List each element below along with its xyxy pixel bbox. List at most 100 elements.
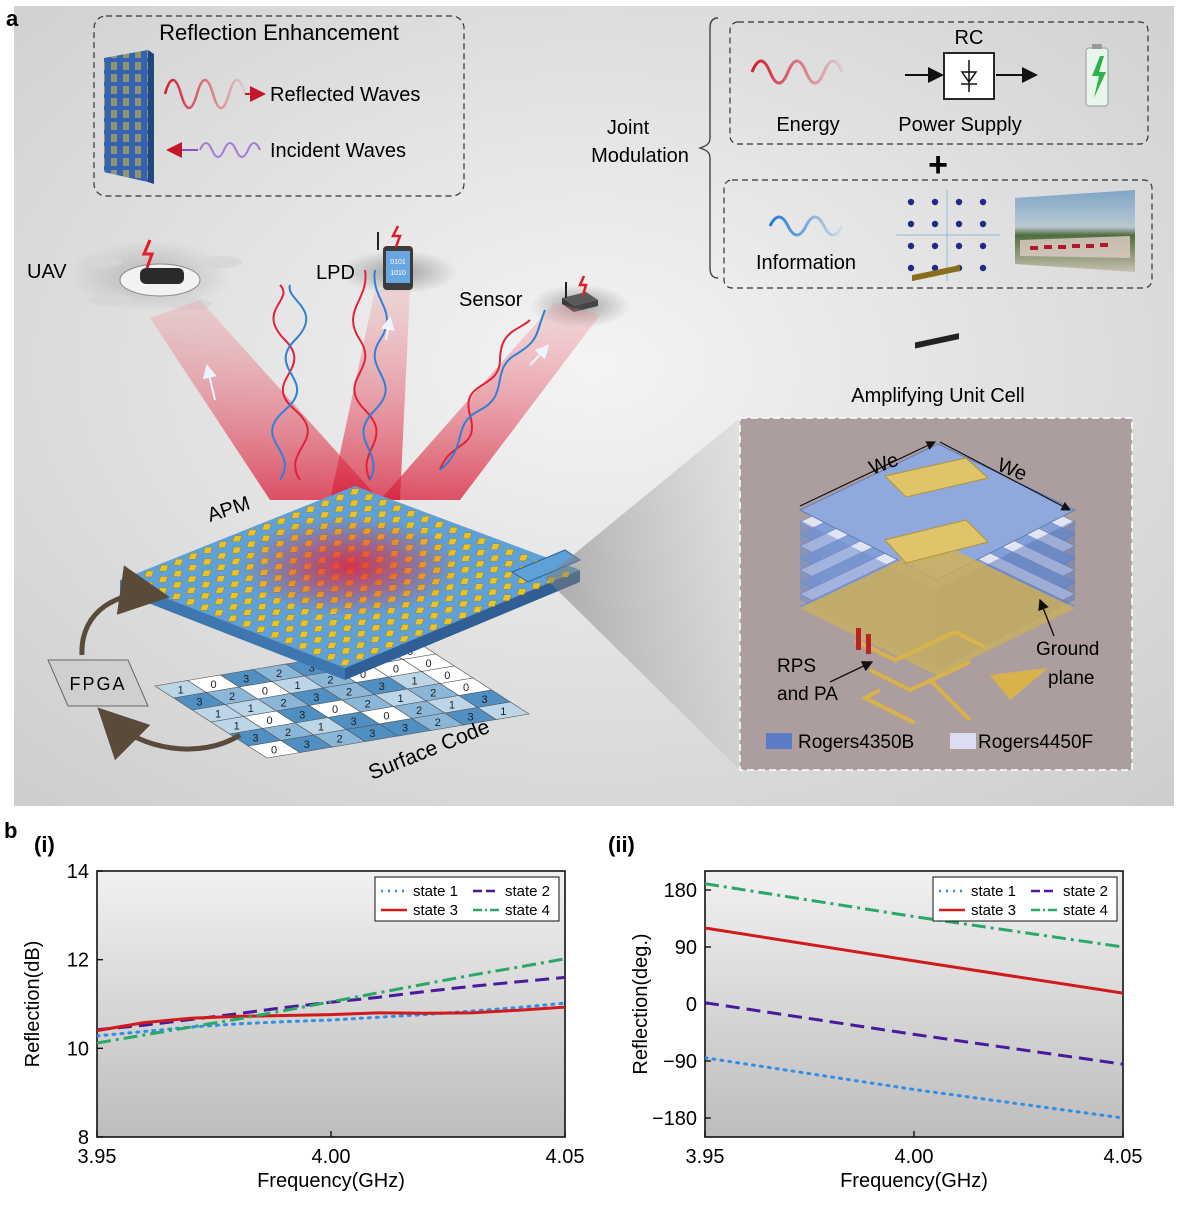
y-tick-label: 90 (675, 937, 697, 959)
information-label: Information (756, 252, 856, 274)
code-digit: 2 (346, 686, 352, 698)
apm-patch (298, 642, 308, 649)
constellation-point (955, 242, 963, 250)
campus-photo (1015, 190, 1135, 272)
legend-swatch-4450f (950, 733, 976, 749)
apm-patch (349, 488, 360, 495)
apm-patch (371, 624, 381, 631)
apm-patch (256, 626, 266, 633)
code-digit: 3 (196, 696, 202, 708)
legend-box (932, 876, 1118, 922)
lpd-screen-line2: 1010 (390, 270, 406, 277)
code-digit: 3 (369, 728, 375, 740)
apm-patch (217, 552, 227, 560)
apm-patch (475, 560, 485, 568)
ground-plane-icon (990, 668, 1048, 700)
apm-patch (399, 635, 409, 642)
patch-slot (915, 333, 959, 349)
constellation-point (907, 242, 915, 250)
apm-patch (231, 558, 241, 565)
apm-patch (313, 625, 324, 632)
reflected-waves-label: Reflected Waves (270, 84, 420, 106)
joint-modulation-section: Joint Modulation Energy RC Power Supply … (591, 17, 1153, 289)
feed-network (854, 629, 986, 725)
x-tick-label: 4.00 (312, 1146, 351, 1168)
apm-patch (173, 559, 184, 566)
apm-patch (377, 499, 388, 506)
unit-cell-title: Amplifying Unit Cell (851, 385, 1024, 407)
lpd-device: 0101 1010 (338, 225, 458, 294)
patch-slot (912, 264, 960, 282)
apm-patch (461, 543, 472, 551)
fpga-block: FPGA (47, 659, 149, 707)
apm-patch (257, 603, 268, 610)
code-digit: 0 (360, 669, 366, 681)
apm-patch (474, 572, 485, 579)
code-digit: 2 (430, 687, 436, 699)
panel-b-label: b (4, 818, 17, 843)
apm-patch (188, 553, 198, 560)
apm-patch (227, 615, 238, 622)
y-tick-label: −180 (652, 1108, 697, 1130)
apm-patch (216, 564, 227, 571)
code-digit: 3 (482, 694, 488, 706)
code-digit: 1 (234, 720, 240, 732)
apm-patch (434, 521, 444, 528)
apm-patch (320, 500, 331, 507)
apm-patch (276, 517, 287, 525)
apm-patch (201, 581, 211, 588)
y-tick-label: 10 (67, 1038, 89, 1060)
apm-patch (473, 594, 483, 602)
power-bolt-icon (141, 239, 155, 269)
apm-patch (326, 653, 337, 660)
code-to-fpga-arrow-icon (97, 707, 242, 761)
apm-patch (327, 642, 337, 649)
apm-patch (429, 612, 439, 619)
apm-patch (242, 609, 253, 616)
series-state-4 (705, 882, 1123, 949)
apm-patch (476, 538, 487, 545)
code-digit: 3 (402, 722, 408, 734)
legend-label: state 3 (971, 902, 1016, 919)
apm-patch (363, 505, 373, 512)
apm-patch (270, 620, 281, 627)
constellation-point (955, 198, 963, 206)
plus-sign: + (928, 146, 948, 184)
dimension-arrow-icon (799, 441, 937, 507)
apm-patch (243, 597, 253, 605)
beam-arrow-icon (202, 364, 217, 401)
code-digit: 1 (295, 680, 301, 692)
constellation-point (907, 198, 915, 206)
ground-plane (800, 542, 1075, 676)
ground-label-line2: plane (1048, 668, 1095, 689)
apm-patch (334, 505, 345, 513)
apm-patch (305, 506, 316, 513)
code-digit: 3 (379, 681, 385, 693)
code-digit: 1 (449, 699, 455, 711)
apm-patch (340, 659, 351, 666)
x-tick-label: 4.00 (895, 1146, 934, 1168)
apm-patch (414, 618, 425, 625)
incident-wave-icon (199, 142, 261, 158)
apm-patch (443, 606, 454, 613)
fpga-label: FPGA (69, 674, 126, 694)
apm-patch (214, 598, 225, 605)
code-digit: 2 (285, 727, 291, 739)
information-box (723, 179, 1153, 289)
apm-patch (355, 653, 365, 660)
apm-patch (270, 631, 280, 638)
constellation-point (931, 198, 939, 206)
apm-patch (415, 607, 425, 614)
code-digit: 2 (327, 674, 333, 686)
code-digit: 0 (383, 710, 389, 722)
apm-patch (458, 600, 469, 608)
apm-patch (215, 586, 225, 594)
code-digit: 0 (463, 682, 469, 694)
series-state-1 (97, 1001, 565, 1038)
constellation-point (931, 220, 939, 228)
legend-box (374, 876, 560, 922)
apm-patch (489, 566, 499, 573)
